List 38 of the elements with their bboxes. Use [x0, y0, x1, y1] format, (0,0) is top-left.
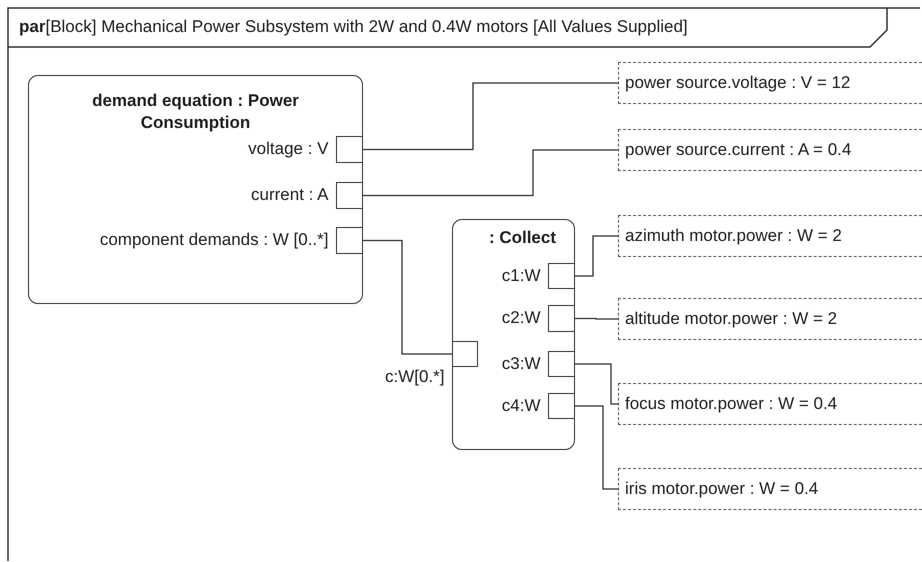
value-property-box — [618, 468, 922, 510]
frame-title: par[Block] Mechanical Power Subsystem with 2W and 0.4W motors [All Values Supplied] — [19, 17, 688, 37]
value-label: azimuth motor.power : W = 2 — [625, 226, 842, 246]
port-label: component demands : W [0..*] — [100, 230, 328, 250]
port-label: c1:W — [502, 266, 540, 286]
port-label: current : A — [251, 185, 328, 205]
connector-line — [363, 240, 452, 355]
port-square — [548, 262, 574, 288]
connector-line — [575, 235, 618, 277]
port-label: c3:W — [502, 354, 540, 374]
block-title: : Collect — [488, 228, 556, 248]
port-square — [548, 392, 574, 418]
port-square — [548, 350, 574, 376]
port-square — [336, 182, 362, 208]
value-label: iris motor.power : W = 0.4 — [625, 479, 818, 499]
value-property-box — [618, 62, 922, 104]
port-label: c:W[0.*] — [384, 366, 444, 386]
value-property-box — [618, 383, 922, 425]
connector-line — [575, 363, 618, 405]
value-label: altitude motor.power : W = 2 — [625, 309, 838, 329]
port-square — [548, 304, 574, 332]
value-property-box — [618, 129, 922, 171]
connector-line — [575, 405, 618, 490]
port-label: c4:W — [502, 396, 540, 416]
port-square — [336, 136, 362, 162]
value-property-box — [618, 215, 922, 257]
port-square — [336, 226, 362, 254]
port-label: c2:W — [502, 308, 540, 328]
port-square — [452, 340, 478, 366]
constraint-block — [28, 75, 363, 304]
value-label: focus motor.power : W = 0.4 — [625, 394, 838, 414]
port-label: voltage : V — [248, 139, 328, 159]
connector-line — [363, 149, 618, 196]
value-property-box — [618, 298, 922, 340]
connector-line — [575, 318, 618, 320]
value-label: power source.current : A = 0.4 — [625, 140, 852, 160]
connector-line — [363, 82, 618, 150]
value-label: power source.voltage : V = 12 — [625, 73, 850, 93]
